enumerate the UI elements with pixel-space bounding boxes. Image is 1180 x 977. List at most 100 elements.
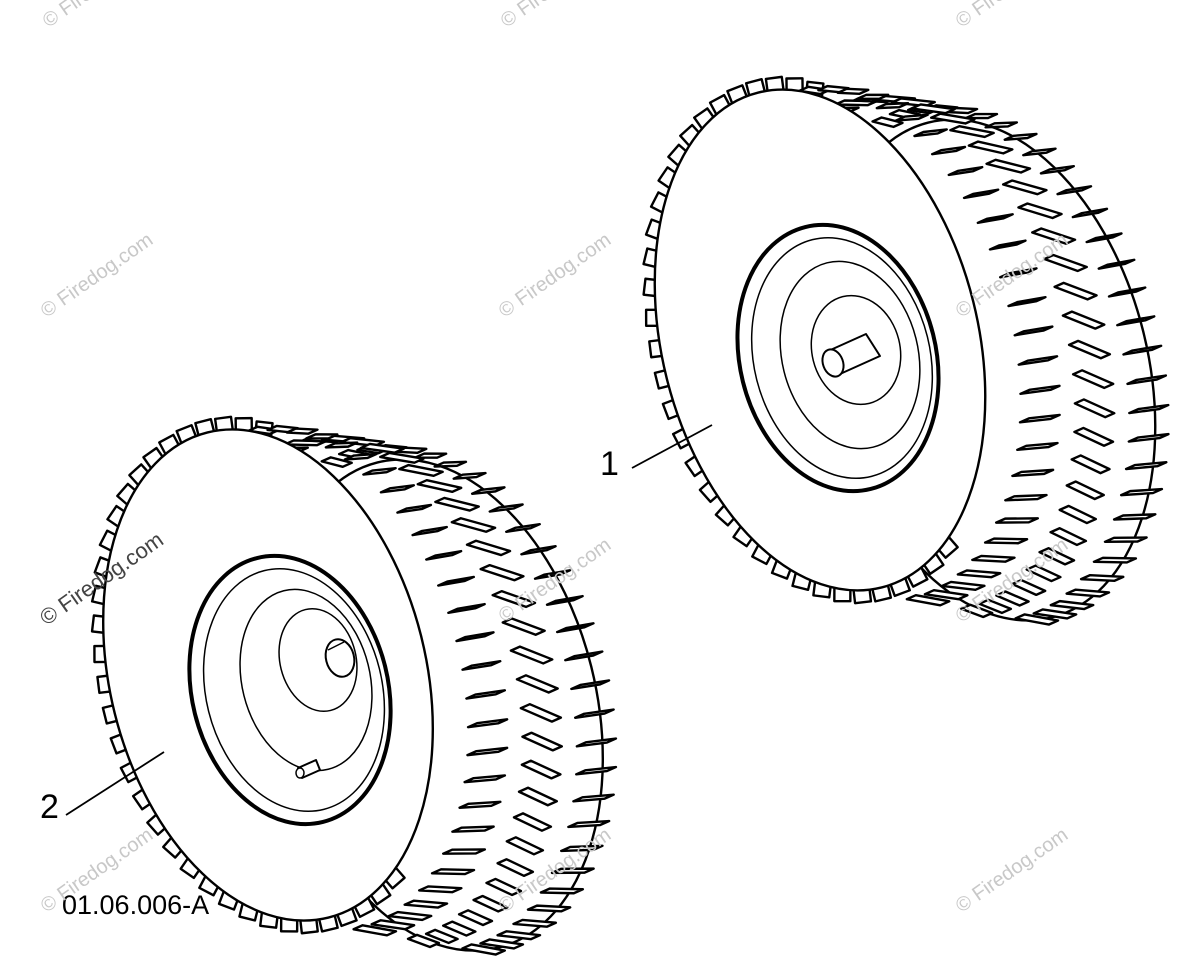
tread-lug bbox=[417, 885, 463, 894]
tread-lug bbox=[949, 124, 995, 139]
tread-lug bbox=[1004, 493, 1048, 502]
tread-lug bbox=[976, 213, 1014, 225]
tread-lug bbox=[1031, 227, 1077, 245]
tread-lug bbox=[505, 836, 545, 856]
tread-lug bbox=[505, 522, 541, 534]
tread-lug bbox=[1022, 147, 1057, 157]
tread-lug bbox=[1049, 527, 1088, 547]
tread-lug bbox=[1039, 164, 1075, 175]
tread-lug bbox=[517, 786, 558, 807]
tread-lug bbox=[550, 867, 595, 875]
tread-lug bbox=[491, 589, 537, 609]
tread-lug bbox=[437, 575, 475, 587]
tread-lug bbox=[964, 112, 999, 120]
tread-lug bbox=[574, 708, 615, 719]
tread-lug bbox=[466, 746, 509, 757]
tread-lug bbox=[567, 819, 611, 829]
tread-lug bbox=[1019, 384, 1061, 396]
tread-lug bbox=[1058, 504, 1098, 525]
tread-lug bbox=[470, 486, 506, 495]
tread-lug bbox=[425, 549, 463, 561]
tread-lug bbox=[1013, 325, 1054, 337]
tread-lug bbox=[545, 594, 584, 606]
tread-lug bbox=[1070, 454, 1111, 475]
wheel-2 bbox=[90, 415, 618, 956]
tread-lug bbox=[923, 589, 969, 601]
tread-lug bbox=[1122, 344, 1163, 356]
tread-lug bbox=[1053, 281, 1098, 301]
tread-lug bbox=[359, 442, 405, 454]
tread-lug bbox=[555, 622, 595, 634]
tread-lug bbox=[1067, 339, 1112, 360]
tread-lug bbox=[962, 188, 1000, 200]
tread-lug bbox=[533, 569, 572, 580]
tread-lug bbox=[956, 569, 1002, 579]
tread-lug bbox=[894, 113, 929, 122]
tread-lug bbox=[1061, 310, 1106, 330]
tread-lug bbox=[496, 858, 535, 878]
figure-code: 01.06.006-A bbox=[62, 890, 210, 920]
tread-lug bbox=[430, 868, 476, 876]
tread-lug bbox=[1092, 556, 1138, 564]
tread-lug bbox=[455, 631, 495, 643]
tread-lug bbox=[1073, 398, 1116, 419]
tread-lug bbox=[496, 930, 542, 941]
tread-lug bbox=[1056, 185, 1093, 196]
tread-lug bbox=[1014, 613, 1060, 626]
tread-lug bbox=[520, 545, 557, 556]
tread-lug bbox=[560, 844, 604, 853]
tread-lug bbox=[871, 116, 904, 129]
tread-lug bbox=[403, 899, 449, 909]
wheel-2-axle-hub bbox=[324, 638, 356, 678]
tread-lug bbox=[1007, 295, 1047, 308]
tread-lug bbox=[1079, 573, 1125, 583]
tread-lug bbox=[875, 102, 910, 110]
tread-lug bbox=[999, 267, 1038, 279]
wheel-1 bbox=[642, 75, 1170, 626]
tread-lug bbox=[940, 580, 986, 592]
tread-lug bbox=[539, 887, 585, 895]
tread-lug bbox=[1128, 403, 1170, 415]
tread-lug bbox=[905, 594, 951, 607]
tread-lug bbox=[434, 496, 480, 512]
tread-lug bbox=[994, 517, 1039, 524]
tread-lug bbox=[515, 674, 559, 694]
tread-lug bbox=[1073, 426, 1115, 447]
tread-lug bbox=[1085, 232, 1123, 244]
wheel-1-tread-lugs bbox=[762, 84, 1170, 626]
tread-lug bbox=[1112, 513, 1157, 521]
tread-lug bbox=[1032, 608, 1078, 620]
tread-lug bbox=[485, 877, 523, 897]
tread-lug bbox=[424, 928, 459, 945]
tread-lug bbox=[985, 158, 1032, 174]
tread-lug bbox=[1001, 179, 1048, 196]
tread-lug bbox=[501, 617, 546, 636]
tread-lug bbox=[960, 603, 994, 619]
tread-lug bbox=[411, 525, 448, 537]
tread-lug bbox=[387, 910, 433, 922]
tread-lug bbox=[1103, 536, 1148, 544]
tread-lug bbox=[451, 825, 495, 833]
tread-lug bbox=[442, 848, 487, 855]
tread-lug bbox=[1003, 132, 1038, 141]
tread-lug bbox=[447, 602, 486, 615]
tread-lug bbox=[1017, 202, 1063, 220]
wheel-2-hub-ring bbox=[278, 607, 358, 713]
tread-lug bbox=[1017, 355, 1059, 366]
tread-lug bbox=[988, 239, 1027, 251]
tread-lug bbox=[967, 140, 1014, 155]
tread-lug bbox=[564, 650, 604, 662]
tread-lug bbox=[519, 702, 563, 723]
tread-lug bbox=[836, 87, 870, 96]
tread-lug bbox=[479, 938, 525, 950]
tread-lug bbox=[324, 441, 359, 449]
tread-lug bbox=[526, 904, 572, 913]
callout-label-1: 1 bbox=[600, 445, 619, 483]
tread-lug bbox=[1038, 546, 1076, 566]
tread-lug bbox=[1018, 413, 1061, 424]
tread-lug bbox=[461, 660, 502, 671]
tread-lug bbox=[370, 919, 416, 931]
tread-lug bbox=[572, 793, 615, 803]
tread-lug bbox=[285, 427, 319, 435]
wheel-1-axle-hub bbox=[821, 333, 881, 378]
